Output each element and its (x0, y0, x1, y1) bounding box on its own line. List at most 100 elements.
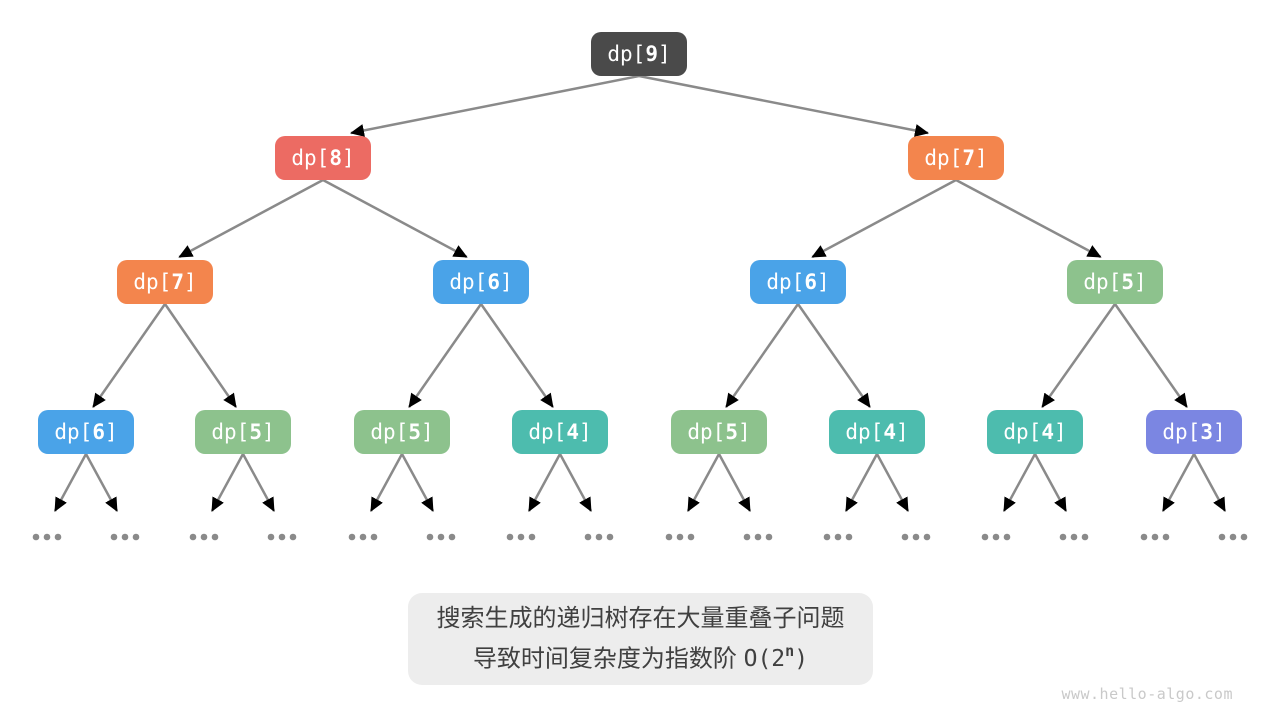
ellipsis-dot (1081, 533, 1089, 541)
tree-edge (686, 453, 721, 512)
tree-edge (638, 74, 929, 137)
node-label-suffix: ] (499, 270, 513, 294)
ellipsis-dot (823, 533, 831, 541)
ellipsis (823, 533, 853, 541)
ellipsis (426, 533, 456, 541)
node-label-prefix: dp[ (1083, 270, 1122, 294)
node-label-index: 5 (408, 420, 421, 444)
node-label-suffix: ] (1133, 270, 1147, 294)
ellipsis-dot (1059, 533, 1067, 541)
node-label-prefix: dp[ (449, 270, 488, 294)
node-label-prefix: dp[ (54, 420, 93, 444)
ellipsis-dot (348, 533, 356, 541)
ellipsis-dot (1229, 533, 1237, 541)
node-label-prefix: dp[ (370, 420, 409, 444)
tree-edge (558, 453, 593, 512)
ellipsis-dot (517, 533, 525, 541)
node-label-suffix: ] (974, 146, 988, 170)
tree-node-8: dp[5] (195, 410, 291, 454)
complexity-formula: O(2n) (743, 641, 809, 673)
ellipsis-dot (743, 533, 751, 541)
node-label-index: 4 (883, 420, 896, 444)
ellipsis-dot (923, 533, 931, 541)
ellipsis-dot (426, 533, 434, 541)
tree-edge (1161, 453, 1196, 512)
node-label-suffix: ] (816, 270, 830, 294)
ellipsis-dot (606, 533, 614, 541)
ellipsis-dot (1151, 533, 1159, 541)
node-label-prefix: dp[ (211, 420, 250, 444)
tree-edge (241, 453, 276, 512)
ellipsis-dot (1140, 533, 1148, 541)
ellipsis (1140, 533, 1170, 541)
ellipsis (901, 533, 931, 541)
tree-edge (1033, 453, 1068, 512)
ellipsis-dot (43, 533, 51, 541)
node-label-suffix: ] (1053, 420, 1067, 444)
ellipsis-dot (370, 533, 378, 541)
ellipsis (348, 533, 378, 541)
ellipsis-dot (595, 533, 603, 541)
ellipsis-dot (845, 533, 853, 541)
tree-node-10: dp[4] (512, 410, 608, 454)
tree-node-6: dp[5] (1067, 260, 1163, 304)
tree-edge (1002, 453, 1037, 512)
node-label-suffix: ] (1212, 420, 1226, 444)
tree-edge (84, 453, 119, 512)
ellipsis-dot (528, 533, 536, 541)
node-label-prefix: dp[ (133, 270, 172, 294)
node-label-suffix: ] (578, 420, 592, 444)
caption-box: 搜索生成的递归树存在大量重叠子问题 导致时间复杂度为指数阶 O(2n) (408, 593, 873, 685)
tree-node-4: dp[6] (433, 260, 529, 304)
ellipsis-dot (121, 533, 129, 541)
ellipsis (189, 533, 219, 541)
tree-edge (53, 453, 88, 512)
tree-node-11: dp[5] (671, 410, 767, 454)
tree-edge (1041, 303, 1117, 408)
ellipsis (1059, 533, 1089, 541)
node-label-index: 6 (804, 270, 817, 294)
node-label-index: 5 (249, 420, 262, 444)
tree-node-0: dp[9] (591, 32, 687, 76)
node-label-suffix: ] (895, 420, 909, 444)
node-label-index: 7 (171, 270, 184, 294)
ellipsis-dot (1070, 533, 1078, 541)
tree-edge (717, 453, 752, 512)
caption-line2-text: 导致时间复杂度为指数阶 (472, 645, 744, 673)
ellipsis-dot (267, 533, 275, 541)
tree-node-12: dp[4] (829, 410, 925, 454)
node-label-index: 5 (1121, 270, 1134, 294)
ellipsis-dot (448, 533, 456, 541)
ellipsis-dot (687, 533, 695, 541)
ellipsis-dot (200, 533, 208, 541)
ellipsis-dot (506, 533, 514, 541)
node-label-index: 3 (1200, 420, 1213, 444)
ellipsis-dot (1162, 533, 1170, 541)
tree-edge (796, 303, 871, 408)
ellipsis (110, 533, 140, 541)
ellipsis-dot (54, 533, 62, 541)
node-label-prefix: dp[ (845, 420, 884, 444)
tree-edge (178, 178, 324, 259)
node-label-suffix: ] (104, 420, 118, 444)
ellipsis-dot (834, 533, 842, 541)
tree-edge (875, 453, 910, 512)
node-label-prefix: dp[ (687, 420, 726, 444)
tree-edge (350, 74, 640, 137)
tree-node-7: dp[6] (38, 410, 134, 454)
tree-node-2: dp[7] (908, 136, 1004, 180)
ellipsis (267, 533, 297, 541)
ellipsis-dot (765, 533, 773, 541)
ellipsis-dot (754, 533, 762, 541)
tree-edge (163, 303, 238, 408)
node-label-suffix: ] (737, 420, 751, 444)
tree-edge (210, 453, 245, 512)
ellipsis-dot (32, 533, 40, 541)
node-label-index: 9 (645, 42, 658, 66)
tree-edge (725, 303, 800, 408)
ellipsis-dot (584, 533, 592, 541)
tree-edge (479, 303, 554, 408)
ellipsis (743, 533, 773, 541)
node-label-index: 5 (725, 420, 738, 444)
